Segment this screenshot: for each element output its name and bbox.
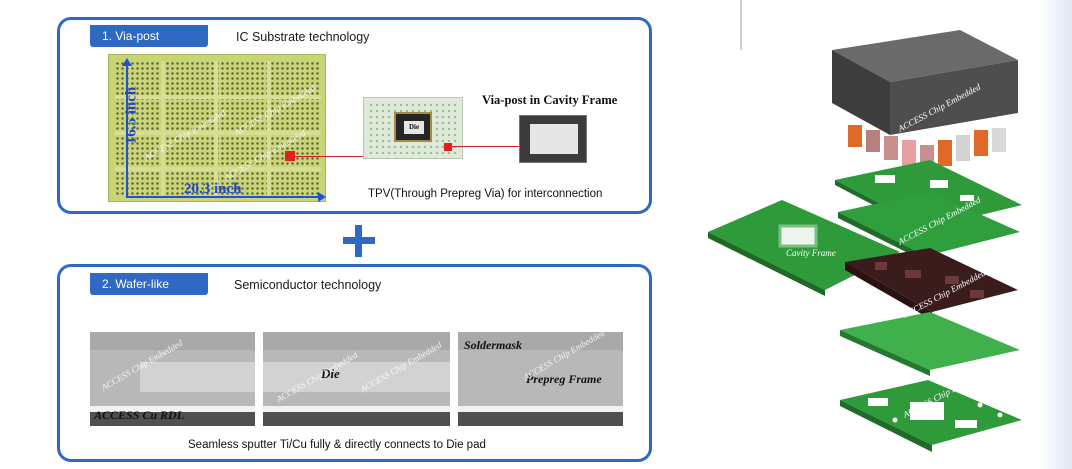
- height-arrow: [126, 63, 128, 198]
- unit-gap: [214, 61, 218, 197]
- rdl-pcb-layer: [838, 192, 1020, 262]
- height-dimension: 16.5 inch: [123, 86, 140, 145]
- cavity-frame-photo: [519, 115, 587, 163]
- connector-line: [295, 156, 365, 157]
- via-marker: [444, 143, 452, 151]
- cross-section-die: Die ACCESS Chip Embedded ACCESS Chip Emb…: [263, 332, 450, 426]
- cavity-opening: [530, 124, 578, 154]
- background-fade: [1040, 0, 1072, 469]
- unit-gap: [161, 61, 165, 197]
- unit-gap: [267, 61, 271, 197]
- ic-substrate-heading: IC Substrate technology: [236, 30, 370, 44]
- height-arrow-head: [122, 58, 132, 66]
- embedded-chip: Die: [394, 112, 432, 142]
- plus-icon: [343, 225, 375, 257]
- width-arrow-head: [318, 192, 326, 202]
- connector-line: [452, 146, 520, 147]
- divider: [740, 0, 742, 50]
- unit-gap: [115, 95, 321, 99]
- wafer-like-rdl-tab: 2. Wafer-like RDL: [90, 273, 208, 313]
- cavity-frame-label: Cavity Frame: [786, 248, 836, 258]
- rdl-label: ACCESS Cu RDL: [94, 408, 185, 422]
- width-dimension: 20.3 inch: [184, 181, 242, 197]
- cross-section-prepreg: Soldermask Prepreg Frame ACCESS Chip Emb…: [458, 332, 623, 426]
- substrate-panel-photo: 16.5 inch 20.3 inch ACCESS Chip Embedded…: [108, 54, 326, 202]
- wafer-like-rdl-panel: 2. Wafer-like RDL Semiconductor technolo…: [57, 264, 652, 462]
- unit-marker: [285, 151, 295, 161]
- prepreg-frame-label: Prepreg Frame: [526, 372, 602, 386]
- bottom-pad-layer: [840, 380, 1022, 452]
- cavity-frame-caption: Via-post in Cavity Frame: [482, 93, 618, 107]
- sputter-caption: Seamless sputter Ti/Cu fully & directly …: [188, 439, 486, 451]
- via-post-frame-tab: 1. Via-post Frame: [90, 25, 208, 65]
- unit-gap: [115, 131, 321, 135]
- soldermask-label: Soldermask: [464, 338, 523, 352]
- tpv-caption: TPV(Through Prepreg Via) for interconnec…: [368, 188, 603, 200]
- unit-gap: [115, 167, 321, 171]
- exploded-package-diagram: Cavity Frame ACCESS Chip Embedded ACCESS…: [708, 30, 1022, 452]
- via-post-frame-panel: 1. Via-post Frame IC Substrate technolog…: [57, 17, 652, 214]
- embedded-module-photo: Die: [363, 97, 463, 159]
- die-label: Die: [321, 366, 340, 381]
- cross-section-rdl: ACCESS Chip Embedded ACCESS Cu RDL: [90, 332, 255, 426]
- width-arrow: [126, 196, 321, 198]
- die-label: Die: [404, 121, 424, 134]
- copper-rdl-layer: [845, 248, 1018, 320]
- mold-compound-layer: [832, 30, 1018, 135]
- semiconductor-heading: Semiconductor technology: [234, 278, 382, 292]
- dielectric-layer: [840, 312, 1020, 376]
